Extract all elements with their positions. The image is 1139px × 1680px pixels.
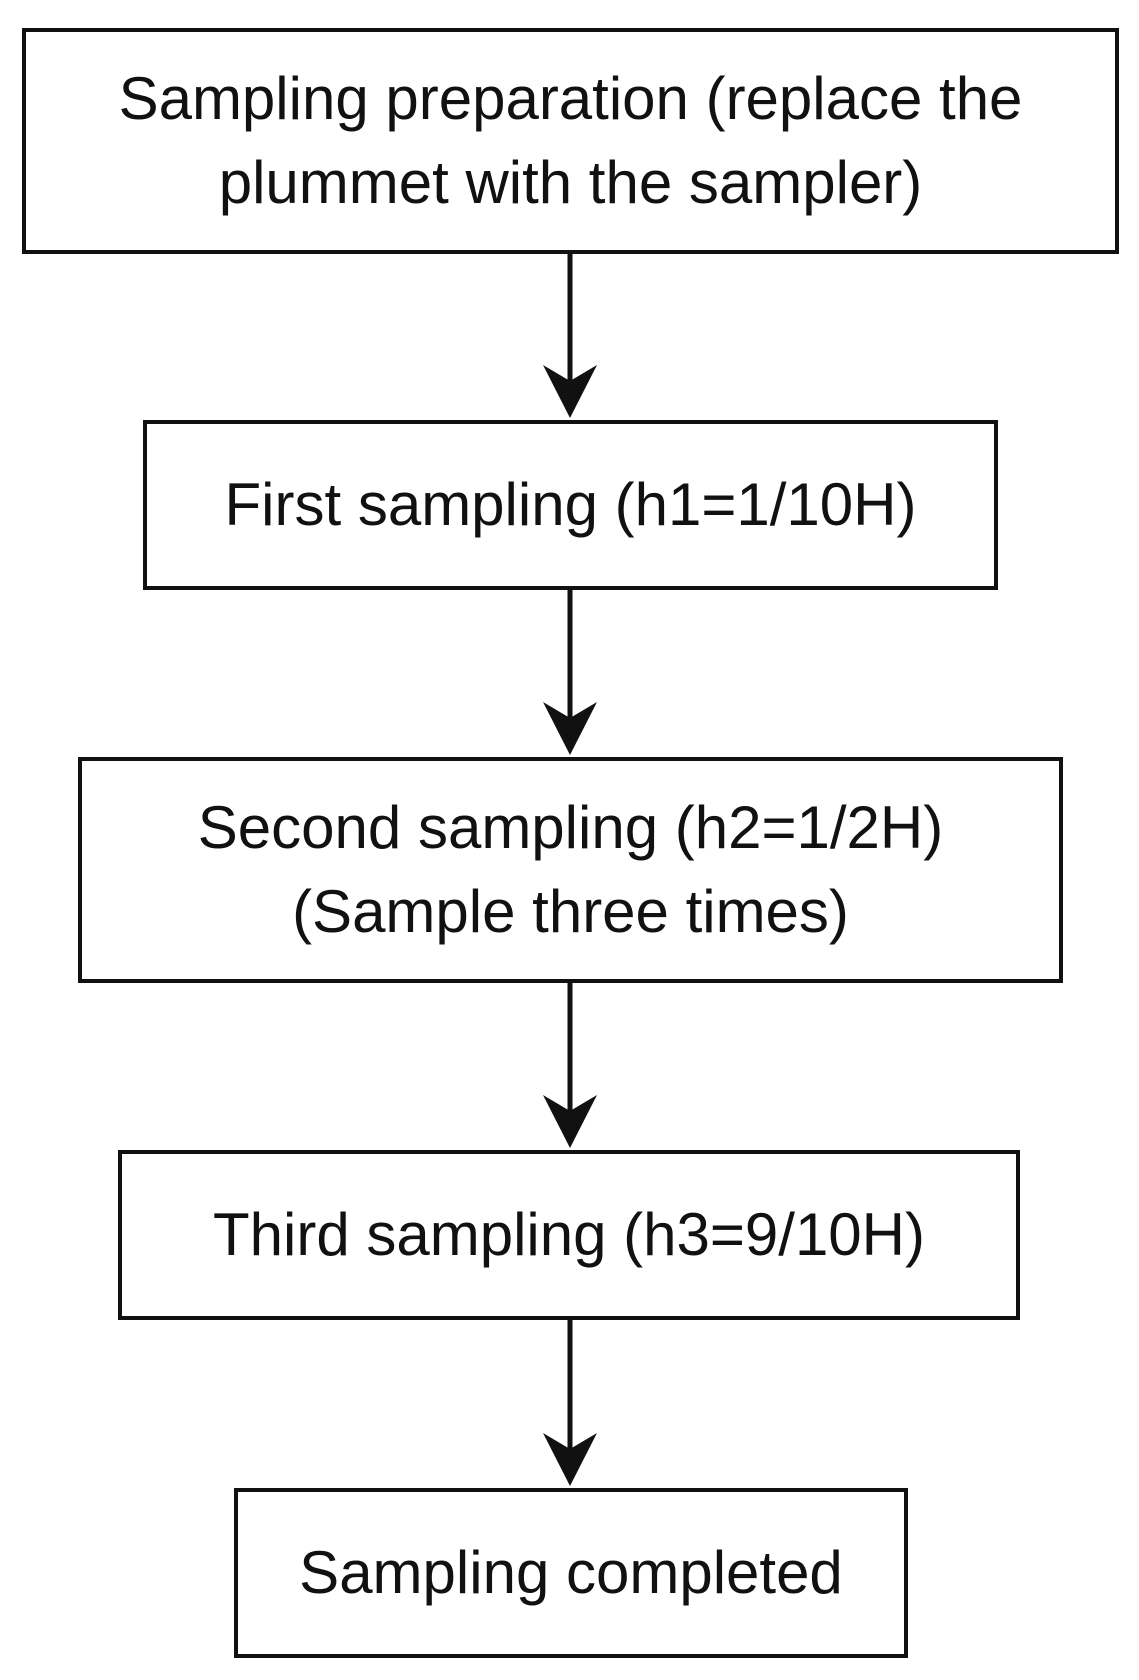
step-label-line: plummet with the sampler) (218, 149, 923, 216)
step-label-line: Sampling completed (299, 1539, 843, 1606)
arrowhead-second-to-third (543, 1095, 597, 1148)
arrowhead-prep-to-first (543, 365, 597, 418)
step-sampling-completed: Sampling completed (234, 1488, 908, 1658)
arrowhead-first-to-second (543, 702, 597, 755)
arrowhead-third-to-done (543, 1433, 597, 1486)
step-label-line: Second sampling (h2=1/2H) (197, 794, 944, 861)
step-label-line: Sampling preparation (replace the (118, 65, 1023, 132)
step-label-line: Third sampling (h3=9/10H) (212, 1201, 925, 1268)
step-first-sampling: First sampling (h1=1/10H) (143, 420, 998, 590)
step-label-line: First sampling (h1=1/10H) (224, 471, 917, 538)
step-third-sampling: Third sampling (h3=9/10H) (118, 1150, 1020, 1320)
step-second-sampling: Second sampling (h2=1/2H) (Sample three … (78, 757, 1063, 983)
step-label-line: (Sample three times) (292, 878, 849, 945)
step-sampling-preparation: Sampling preparation (replace the plumme… (22, 28, 1119, 254)
